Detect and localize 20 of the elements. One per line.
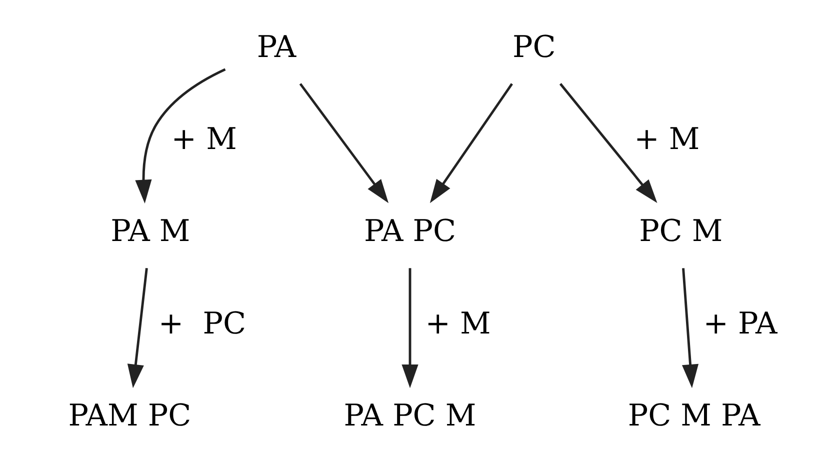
node-text: PA M — [110, 214, 190, 250]
node-text: PC M — [638, 214, 722, 250]
edge-label: + M — [424, 306, 490, 342]
arrow — [134, 68, 226, 204]
arrow — [681, 268, 698, 388]
edge-label: + M — [634, 122, 700, 157]
node-text: PA PC M — [343, 398, 476, 434]
edge-label: + M — [170, 122, 236, 157]
node-text: PA PC — [363, 214, 456, 250]
node-text: PC M PA — [627, 398, 760, 434]
edge-label: + PA — [702, 306, 777, 342]
node-text: PA — [256, 30, 296, 65]
arrow — [298, 83, 388, 204]
arrow — [558, 83, 657, 203]
arrow — [126, 268, 148, 388]
node-text: PC — [512, 30, 556, 65]
node-text: PAM PC — [68, 398, 191, 434]
arrow — [429, 83, 512, 204]
edge-label: + PC — [158, 306, 246, 342]
arrow — [401, 268, 418, 388]
